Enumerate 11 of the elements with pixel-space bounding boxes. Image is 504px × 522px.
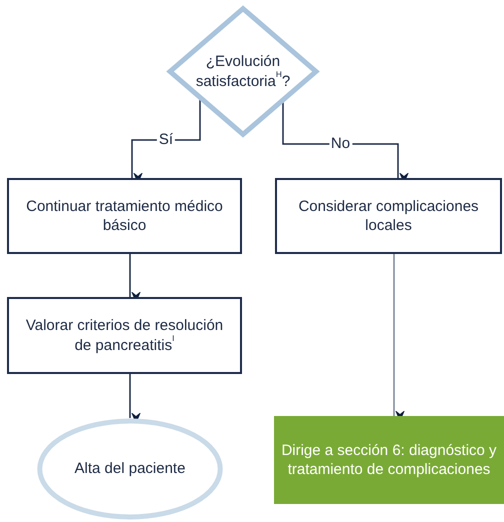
node-text: ¿Evolución satisfactoria$^{H}$? bbox=[194, 52, 292, 91]
node-text: Alta del paciente bbox=[74, 459, 186, 479]
node-text: Valorar criterios de resolución de pancreatitis$^{I}$ bbox=[24, 316, 224, 355]
process-box bbox=[7, 178, 242, 254]
process-box bbox=[275, 178, 502, 254]
terminal-ellipse bbox=[36, 418, 224, 520]
node-text: Dirige a sección 6: diagnóstico y tratamiento de complicaciones bbox=[280, 440, 498, 480]
node-text: Continuar tratamiento médico básico bbox=[25, 196, 224, 236]
reference-box bbox=[274, 416, 504, 504]
process-box bbox=[7, 297, 242, 374]
node-text: Considerar complicaciones locales bbox=[297, 196, 480, 236]
